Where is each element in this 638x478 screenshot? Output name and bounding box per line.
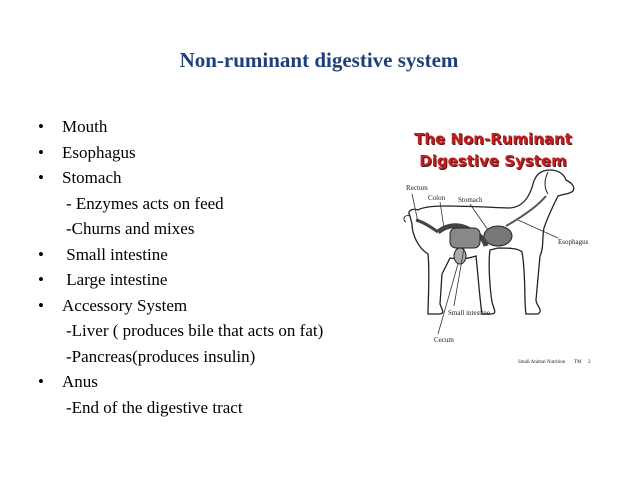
- stomach-leader: [469, 203, 489, 231]
- sub-item: -Churns and mixes: [38, 216, 378, 242]
- list-item-text: Accessory System: [62, 295, 188, 315]
- sub-item-text: -Liver ( produces bile that acts on fat): [66, 321, 324, 340]
- esophagus-shape: [505, 195, 547, 227]
- rectum-leader: [411, 193, 419, 223]
- list-item-text: Large intestine: [62, 270, 168, 289]
- sub-item-text: -Pancreas(produces insulin): [66, 346, 256, 366]
- slide-title: Non-ruminant digestive system: [179, 48, 459, 72]
- figure-footer-tm: TM: [574, 360, 582, 365]
- label-rectum: Rectum: [406, 184, 428, 192]
- figure-footer-page: 2: [588, 360, 591, 365]
- bullet: •: [38, 295, 44, 315]
- cecum-leader: [437, 263, 459, 335]
- ear-line: [544, 171, 549, 195]
- label-esophagus: Esophagus: [558, 238, 589, 246]
- sub-item-text: -Churns and mixes: [66, 219, 195, 238]
- sub-item: -Liver ( produces bile that acts on fat): [38, 318, 378, 344]
- list-item: • Large intestine: [38, 267, 378, 293]
- label-stomach: Stomach: [458, 196, 483, 204]
- label-cecum: Cecum: [434, 336, 454, 344]
- sub-item-text: -End of the digestive tract: [66, 397, 243, 417]
- list-item-text: Small intestine: [62, 244, 168, 264]
- bullet: •: [38, 372, 44, 391]
- bullet-list: • Mouth • Esophagus • Stomach - Enzymes act…: [38, 114, 378, 420]
- sub-item: -Pancreas(produces insulin): [38, 344, 378, 370]
- bullet: •: [38, 270, 44, 289]
- figure-footer: Small Animal Nutrition: [518, 360, 566, 365]
- sub-item: - Enzymes acts on feed: [38, 191, 378, 217]
- bullet: •: [38, 117, 44, 136]
- stomach-shape: [483, 225, 513, 247]
- list-item: • Anus: [38, 369, 378, 395]
- bullet: •: [38, 168, 44, 187]
- small-intestine-shape: [449, 227, 481, 249]
- dog-outline: [408, 169, 575, 315]
- list-item: • Accessory System: [38, 293, 378, 319]
- list-item-text: Esophagus: [62, 142, 136, 162]
- list-item: • Esophagus: [38, 140, 378, 166]
- esophagus-leader: [517, 219, 559, 239]
- colon-shape: [415, 218, 439, 234]
- bullet: •: [38, 244, 44, 264]
- tail-line: [403, 215, 411, 223]
- digestive-system-figure: The Non-Ruminant Digestive System Rectum…: [398, 124, 598, 374]
- list-item: • Stomach: [38, 165, 378, 191]
- figure-title-line1: The Non-Ruminant: [414, 130, 572, 148]
- dog-outline-drawing: [403, 169, 575, 335]
- list-item: • Mouth: [38, 114, 378, 140]
- list-item-text: Mouth: [62, 117, 108, 136]
- label-small-intestine: Small intestine: [448, 309, 490, 317]
- label-colon: Colon: [428, 194, 446, 202]
- sub-item-text: - Enzymes acts on feed: [66, 193, 224, 213]
- sub-item: -End of the digestive tract: [38, 395, 378, 421]
- figure-title-line2: Digestive System: [419, 152, 567, 170]
- list-item-text: Anus: [62, 372, 98, 391]
- colon-leader: [439, 201, 445, 229]
- bullet: •: [38, 142, 44, 162]
- cecum-shape: [453, 247, 467, 265]
- list-item: • Small intestine: [38, 242, 378, 268]
- list-item-text: Stomach: [62, 168, 122, 187]
- small-intestine-leader: [453, 247, 465, 307]
